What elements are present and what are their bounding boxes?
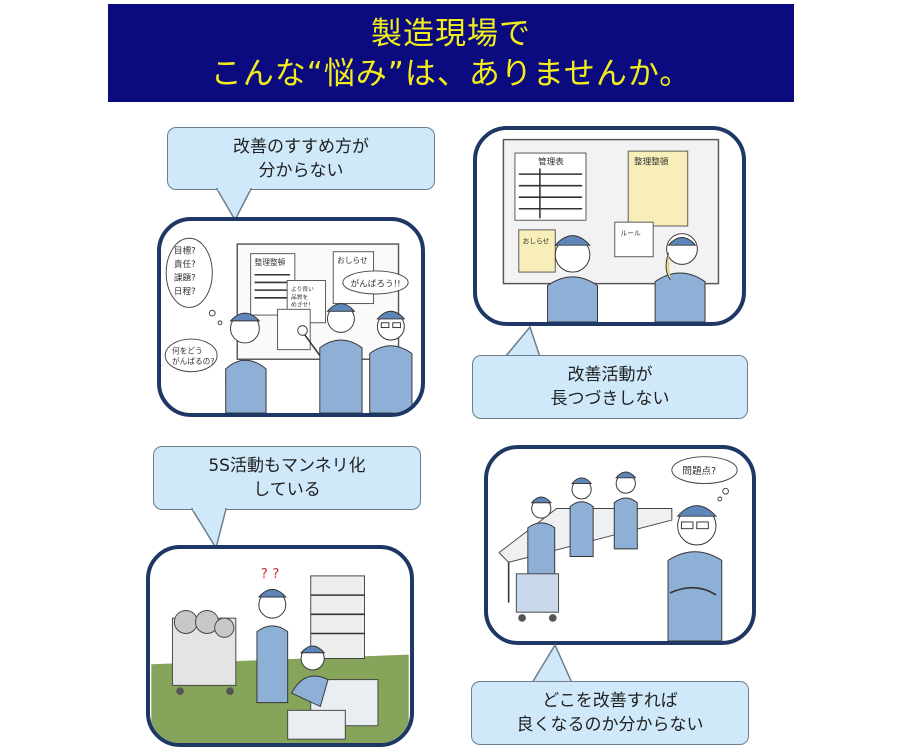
thought-item-2: 責任?	[174, 258, 196, 270]
board-sign-kanri: 管理表	[538, 156, 564, 168]
bubble-tail-bottom-right	[530, 643, 574, 684]
thought-item-3: 課題?	[174, 272, 196, 284]
board-sign-text-1: 整理整頓	[255, 257, 286, 267]
board-note-2: 品質を	[291, 293, 308, 301]
board-sign-oshirase: おしらせ	[523, 237, 550, 245]
illustration-panel-notice-board: 管理表 整理整頓 おしらせ ルール	[473, 126, 746, 326]
banner-title-line2: こんな“悩み”は、ありませんか。	[210, 56, 692, 92]
inspector-thought: 問題点?	[682, 466, 716, 477]
bubble-text-line1: 改善のすすめ方が	[233, 136, 369, 157]
bubble-tail-mid-right	[503, 325, 542, 358]
speech-bubble-mid-right: 改善活動が 長つづきしない	[472, 355, 748, 419]
speech-bubble-mid-left: 5S活動もマンネリ化 している	[153, 446, 421, 510]
board-sign-seiri: 整理整頓	[634, 156, 669, 168]
leader-speech: がんばろう!!	[351, 277, 401, 289]
illustration-panel-warehouse: ? ?	[146, 545, 414, 747]
board-sign-text-2: おしらせ	[337, 256, 368, 265]
thought-item-1: 目標?	[174, 245, 196, 257]
bubble-tail-top-left	[215, 188, 253, 222]
bubble-text-line2: 良くなるのか分からない	[516, 715, 704, 735]
bubble-text-line2: 長つづきしない	[550, 389, 670, 409]
banner-title-line1: 製造現場で	[371, 16, 531, 52]
bubble-text-line2: 分からない	[258, 160, 344, 181]
bubble-text-line1: どこを改善すれば	[542, 691, 678, 711]
thought-bottom-1: 何をどう	[172, 345, 203, 355]
header-banner: 製造現場で こんな“悩み”は、ありませんか。	[108, 4, 794, 102]
thought-item-4: 日程?	[174, 286, 196, 297]
board-sign-rule: ルール	[621, 230, 641, 238]
bubble-tail-mid-left	[190, 508, 227, 550]
board-note-3: めざせ!	[291, 300, 311, 308]
bubble-text-line1: 改善活動が	[567, 365, 653, 385]
thought-bottom-2: がんばるの?	[172, 356, 214, 366]
speech-bubble-top-left: 改善のすすめ方が 分からない	[167, 127, 435, 190]
illustration-panel-inspector: 問題点?	[484, 445, 756, 645]
question-marks: ? ?	[261, 567, 280, 582]
illustration-panel-meeting: 整理整頓 おしらせ より良い 品質を めざせ! 目標? 責任? 課題? 日程? …	[157, 217, 425, 417]
bubble-text-line1: 5S活動もマンネリ化	[208, 456, 366, 476]
bubble-text-line2: している	[253, 480, 321, 500]
speech-bubble-bottom-right: どこを改善すれば 良くなるのか分からない	[471, 681, 749, 745]
board-note-1: より良い	[291, 285, 314, 293]
